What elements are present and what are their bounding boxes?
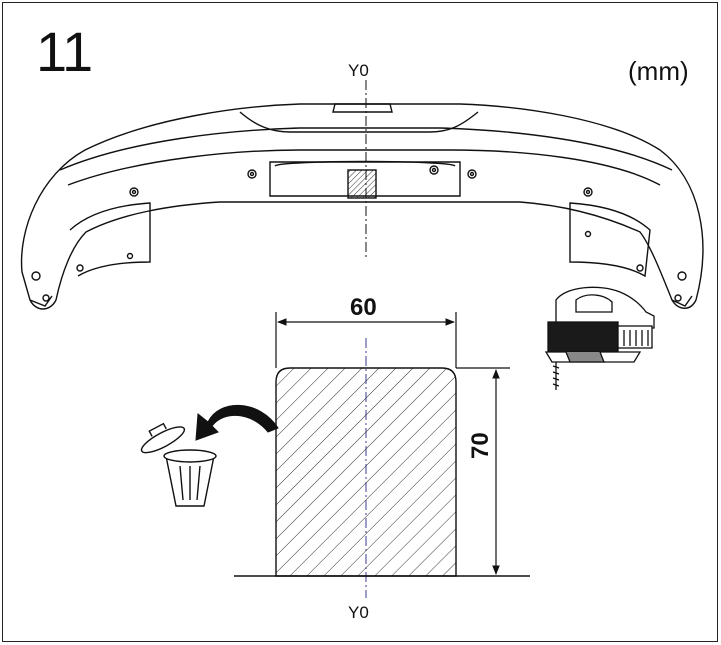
step-number: 11 (36, 20, 93, 83)
height-dimension (456, 367, 510, 575)
centerline-label-top: Y0 (348, 61, 369, 80)
centerline-label-bottom: Y0 (348, 603, 369, 622)
curved-arrow-icon (195, 404, 279, 441)
jigsaw-icon (544, 286, 655, 390)
height-dimension-label: 70 (467, 432, 494, 459)
hatched-cutout-area (275, 367, 457, 577)
width-dimension-label: 60 (350, 294, 377, 321)
width-dimension (275, 312, 457, 368)
trash-bin-icon (140, 422, 217, 507)
unit-label: (mm) (628, 56, 689, 86)
bumper-illustration (20, 103, 704, 310)
